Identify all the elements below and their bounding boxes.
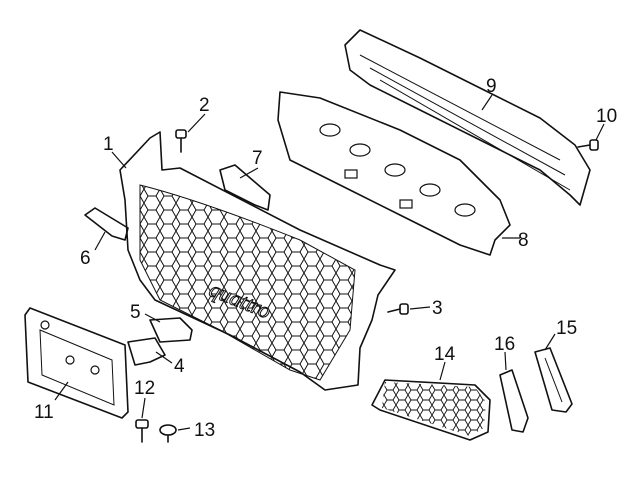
license-plate-bracket <box>24 307 129 419</box>
leader-lines <box>54 94 605 431</box>
callout-1: 1 <box>103 134 114 155</box>
callout-9: 9 <box>486 76 497 97</box>
callouts: 1 2 3 4 5 6 7 8 9 10 11 12 13 14 15 16 <box>34 76 617 441</box>
screw-10 <box>577 139 599 151</box>
screw-12 <box>135 419 149 443</box>
callout-4: 4 <box>174 356 185 377</box>
rivet-13 <box>159 424 177 443</box>
callout-13: 13 <box>194 420 215 441</box>
callout-14: 14 <box>434 344 456 365</box>
trim-15 <box>534 347 573 413</box>
clip-5 <box>149 317 193 343</box>
bracket-6 <box>84 207 129 241</box>
callout-3: 3 <box>432 298 443 319</box>
callout-5: 5 <box>130 302 141 323</box>
callout-12: 12 <box>134 378 155 399</box>
callout-11: 11 <box>34 402 54 423</box>
callout-7: 7 <box>252 148 263 169</box>
callout-6: 6 <box>80 248 91 269</box>
callout-8: 8 <box>518 230 529 251</box>
upper-reinforcement <box>344 29 591 206</box>
lower-grille <box>371 379 491 441</box>
bracket-7 <box>219 164 271 211</box>
screw-3 <box>387 303 409 315</box>
callout-10: 10 <box>596 106 617 127</box>
callout-16: 16 <box>494 334 515 355</box>
bumper-absorber <box>277 91 511 256</box>
screw-2 <box>175 129 187 153</box>
callout-2: 2 <box>199 95 210 116</box>
callout-15: 15 <box>556 318 577 339</box>
trim-strip-16 <box>499 369 529 433</box>
clip-4 <box>127 337 166 366</box>
